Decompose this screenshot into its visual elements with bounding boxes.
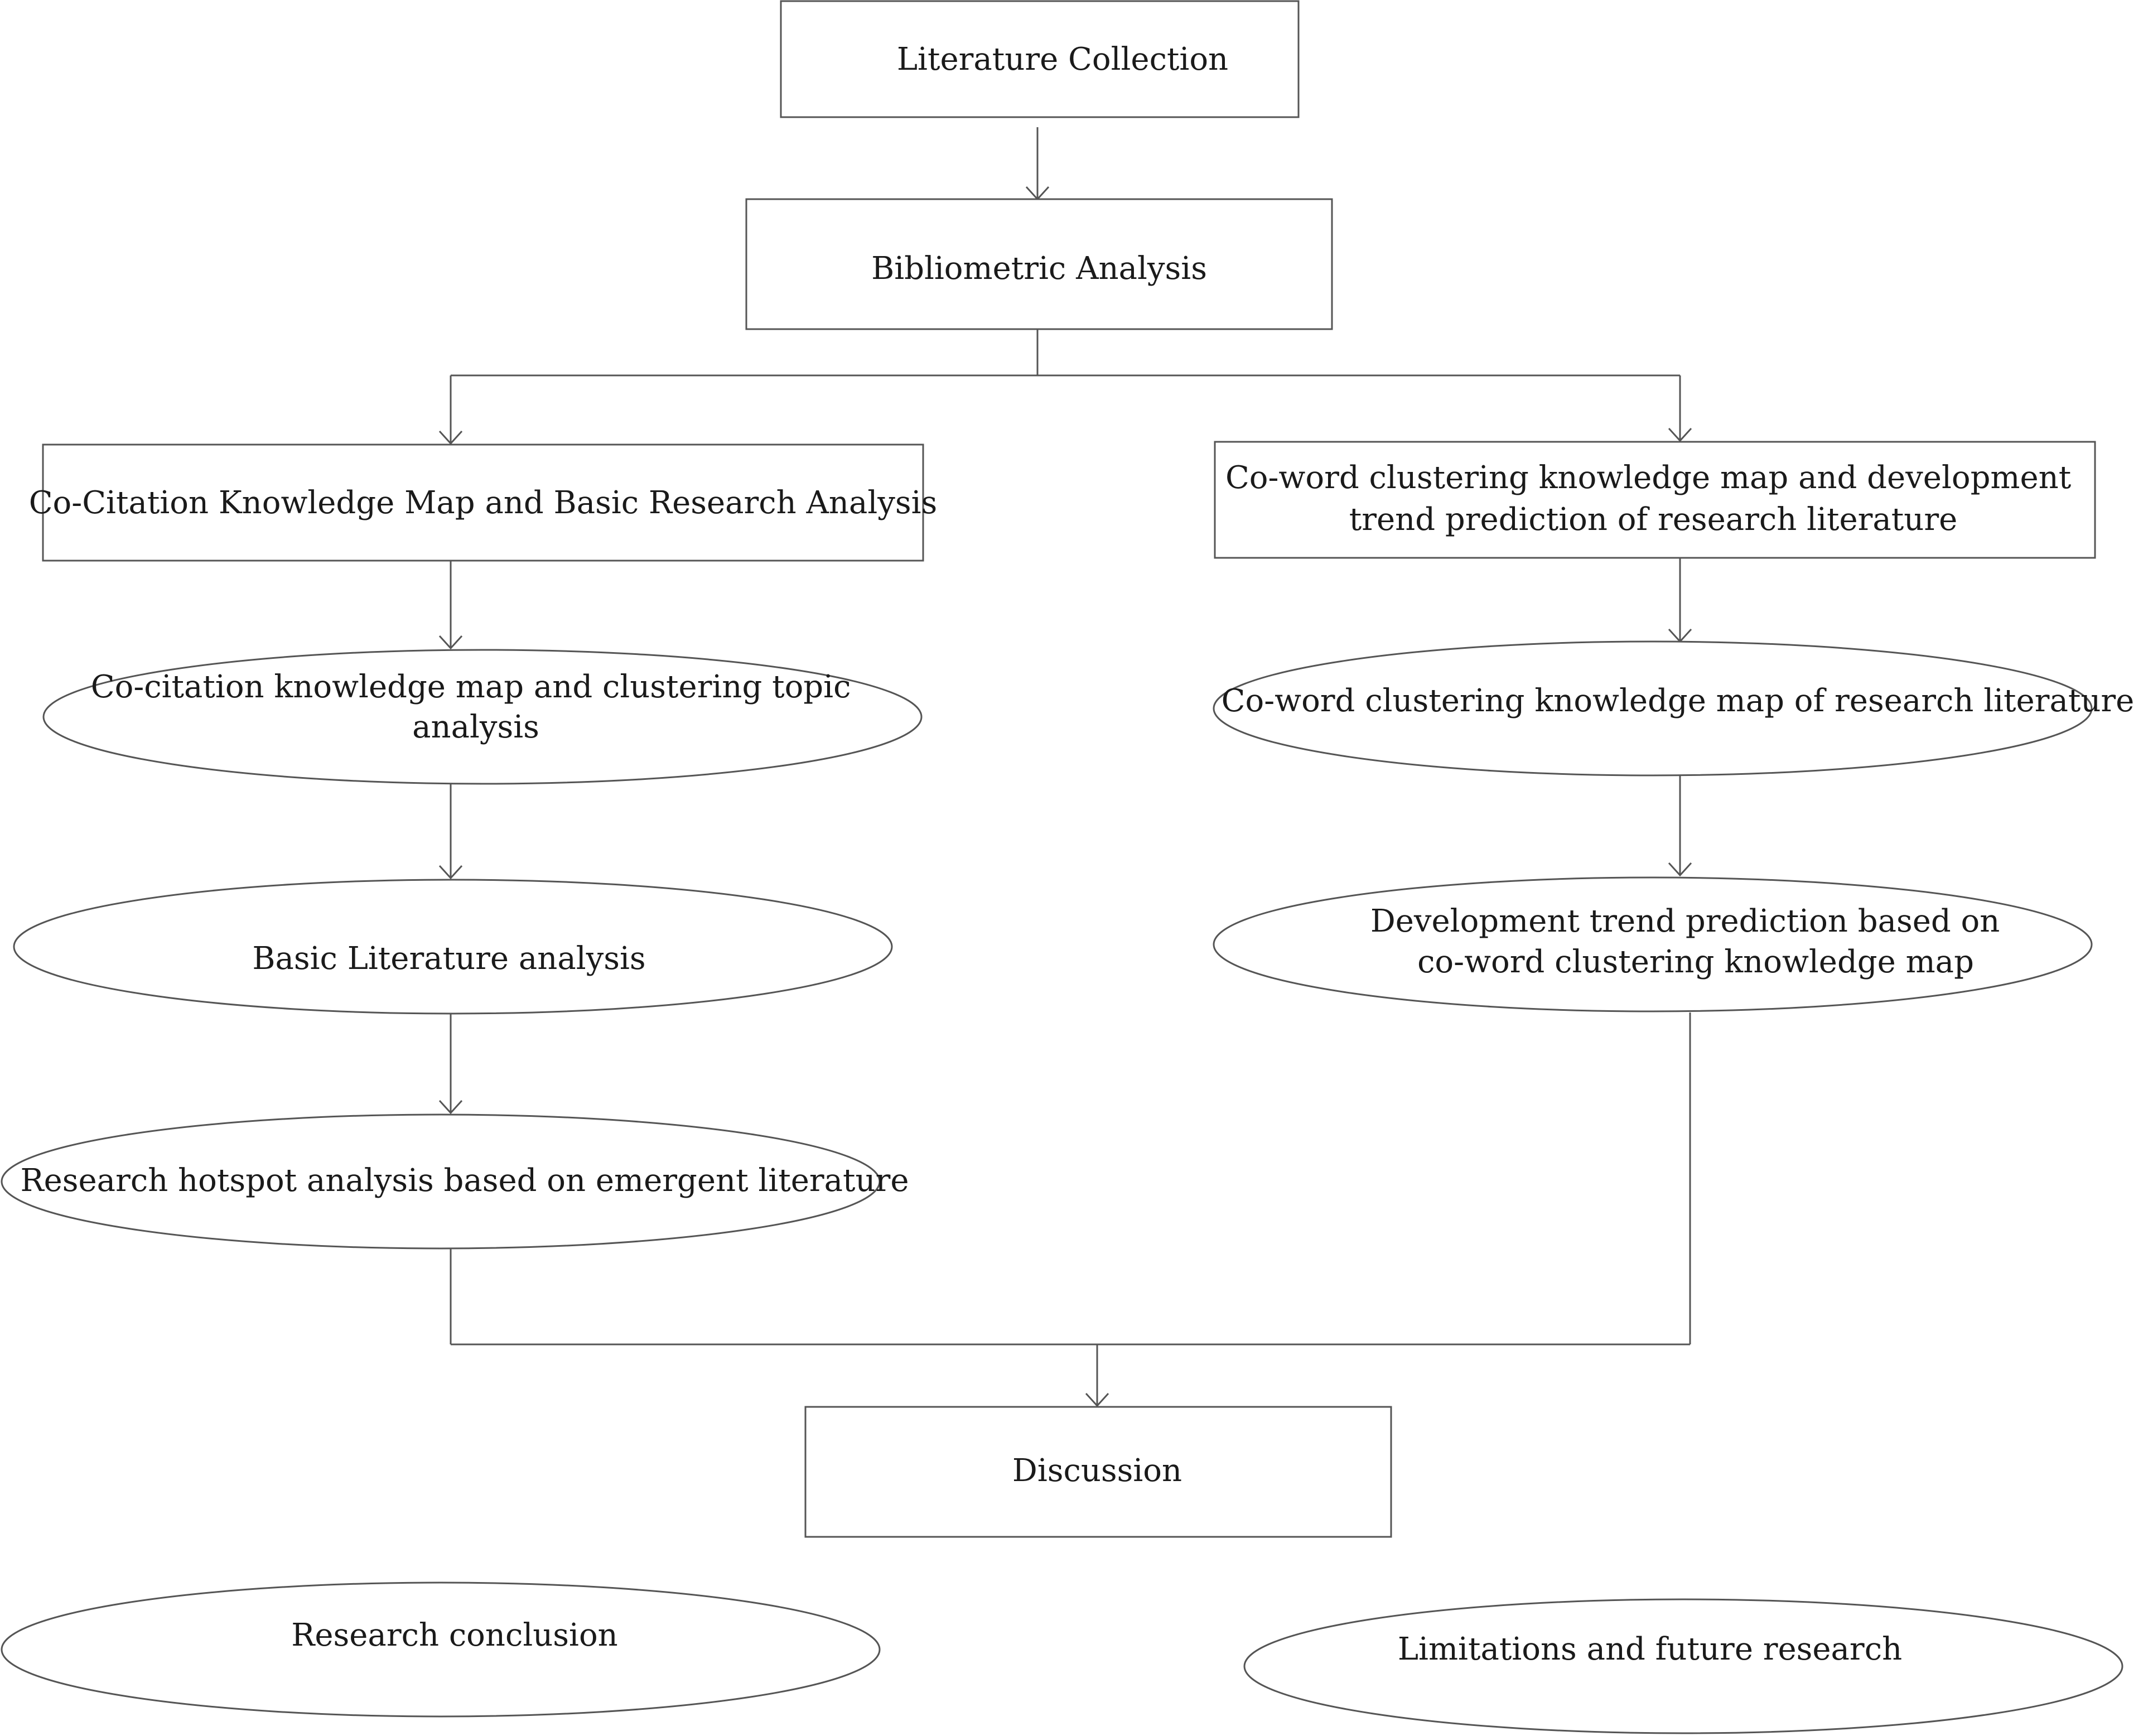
basic-literature-analysis-label: Basic Literature analysis bbox=[252, 941, 645, 977]
node-development-trend-prediction: Development trend prediction based on co… bbox=[1213, 876, 2093, 1012]
node-discussion: Discussion bbox=[804, 1406, 1392, 1538]
node-bibliometric-analysis: Bibliometric Analysis bbox=[745, 198, 1333, 330]
development-trend-prediction-label: Development trend prediction based on co… bbox=[1370, 903, 2010, 980]
node-research-conclusion: Research conclusion bbox=[1, 1581, 881, 1718]
node-coword-clustering-knowledge-map: Co-word clustering knowledge map of rese… bbox=[1213, 640, 2135, 777]
node-cocitation-knowledge-map: Co-Citation Knowledge Map and Basic Rese… bbox=[29, 443, 938, 562]
limitations-future-research-label: Limitations and future research bbox=[1398, 1631, 1902, 1667]
node-literature-collection: Literature Collection bbox=[780, 0, 1300, 118]
literature-collection-label: Literature Collection bbox=[897, 41, 1228, 78]
node-coword-clustering-map: Co-word clustering knowledge map and dev… bbox=[1214, 441, 2096, 559]
coword-clustering-map-label: Co-word clustering knowledge map and dev… bbox=[1225, 460, 2081, 538]
cocitation-knowledge-map-label: Co-Citation Knowledge Map and Basic Rese… bbox=[29, 485, 938, 521]
node-cocitation-topic-analysis: Co-citation knowledge map and clustering… bbox=[42, 649, 923, 785]
arrowhead-cocitation-topic bbox=[438, 635, 463, 650]
arrowhead-basic-literature bbox=[438, 865, 463, 880]
discussion-label: Discussion bbox=[1012, 1453, 1182, 1489]
research-hotspot-analysis-label: Research hotspot analysis based on emerg… bbox=[21, 1163, 909, 1199]
connectors bbox=[438, 127, 1692, 1407]
node-research-hotspot-analysis: Research hotspot analysis based on emerg… bbox=[1, 1113, 909, 1250]
arrowhead-research-hotspot bbox=[438, 1100, 463, 1115]
bibliometric-analysis-label: Bibliometric Analysis bbox=[871, 250, 1207, 287]
node-basic-literature-analysis: Basic Literature analysis bbox=[13, 879, 893, 1015]
arrowhead-development-trend bbox=[1668, 862, 1692, 877]
arrowhead-cocitation-map bbox=[438, 430, 463, 445]
arrowhead-coword-map bbox=[1668, 427, 1692, 442]
node-limitations-future-research: Limitations and future research bbox=[1243, 1598, 2123, 1734]
coword-clustering-knowledge-map-label: Co-word clustering knowledge map of rese… bbox=[1222, 683, 2135, 719]
arrowhead-discussion bbox=[1085, 1392, 1109, 1407]
research-conclusion-label: Research conclusion bbox=[291, 1617, 617, 1653]
cocitation-topic-analysis-label: Co-citation knowledge map and clustering… bbox=[91, 669, 861, 745]
